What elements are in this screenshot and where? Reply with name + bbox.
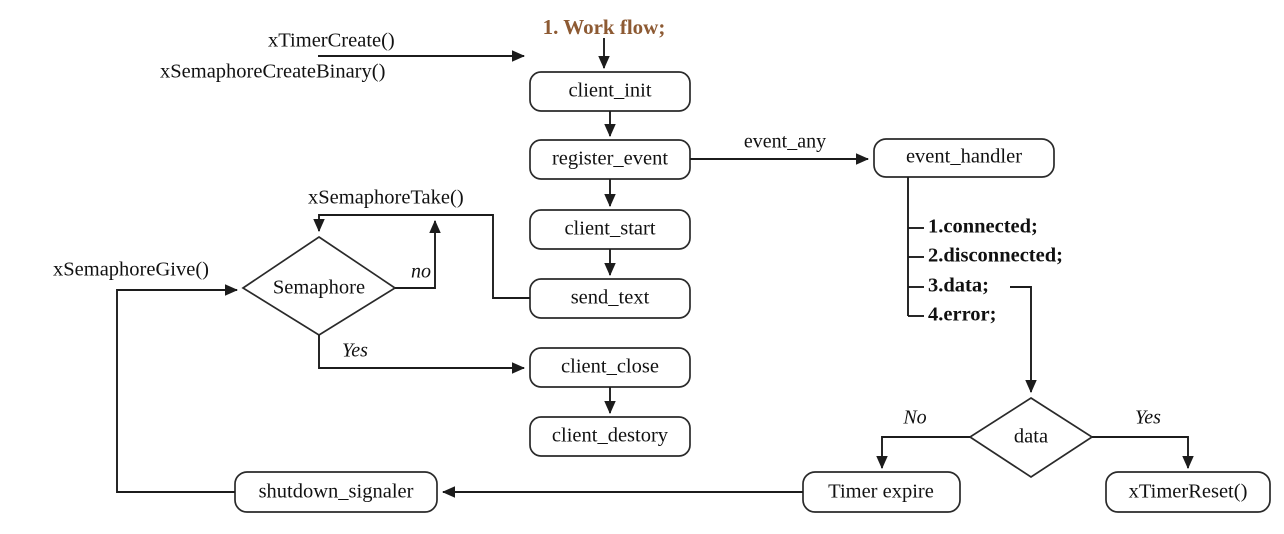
edge-semaphore-no: [395, 219, 441, 289]
edge-send-text-to-semaphore: [313, 214, 530, 299]
edge-semaphore-yes-to-client-close: [318, 335, 526, 374]
node-client-destory-label: client_destory: [552, 425, 669, 447]
label-xtimercreate: xTimerCreate(): [268, 30, 395, 52]
edge-data-no-to-timer-expire: [876, 436, 970, 470]
node-semaphore-decision-label: Semaphore: [273, 277, 365, 299]
diagram-title: 1. Work flow;: [543, 15, 666, 39]
label-data-no: No: [902, 407, 926, 429]
node-client-start-label: client_start: [564, 218, 655, 240]
node-event-handler[interactable]: [873, 138, 1055, 178]
node-client-close-label: client_close: [561, 356, 659, 378]
event-list-item-data: 3.data;: [928, 275, 989, 297]
label-semaphore-yes: Yes: [342, 340, 368, 362]
event-list-item-connected: 1.connected;: [928, 216, 1038, 238]
node-data-decision[interactable]: [968, 396, 1094, 479]
label-xsemaphoretake: xSemaphoreTake(): [308, 187, 464, 209]
node-xtimerreset[interactable]: [1105, 471, 1271, 513]
label-xsemaphorecreatebinary: xSemaphoreCreateBinary(): [160, 61, 385, 83]
node-timer-expire-label: Timer expire: [828, 481, 934, 503]
node-shutdown-signaler-label: shutdown_signaler: [259, 481, 414, 503]
label-data-yes: Yes: [1135, 407, 1161, 429]
event-list-item-disconnected: 2.disconnected;: [928, 245, 1063, 267]
node-xtimerreset-label: xTimerReset(): [1129, 481, 1248, 503]
edge-data-yes-to-xtimerreset: [1092, 436, 1194, 470]
label-xsemaphoregive: xSemaphoreGive(): [53, 259, 209, 281]
event-list-item-error: 4.error;: [928, 304, 996, 326]
node-send-text-label: send_text: [571, 287, 650, 309]
node-client-destory[interactable]: [529, 416, 691, 457]
node-event-handler-label: event_handler: [906, 146, 1022, 168]
edge-data-event-to-data-decision: [1010, 286, 1037, 394]
node-client-init-label: client_init: [568, 80, 651, 102]
edge-shutdown-signaler-to-semaphore: [116, 284, 239, 493]
label-semaphore-no: no: [411, 261, 431, 283]
node-data-decision-label: data: [1014, 426, 1048, 448]
label-event-any: event_any: [744, 131, 826, 153]
node-register-event-label: register_event: [552, 148, 668, 170]
